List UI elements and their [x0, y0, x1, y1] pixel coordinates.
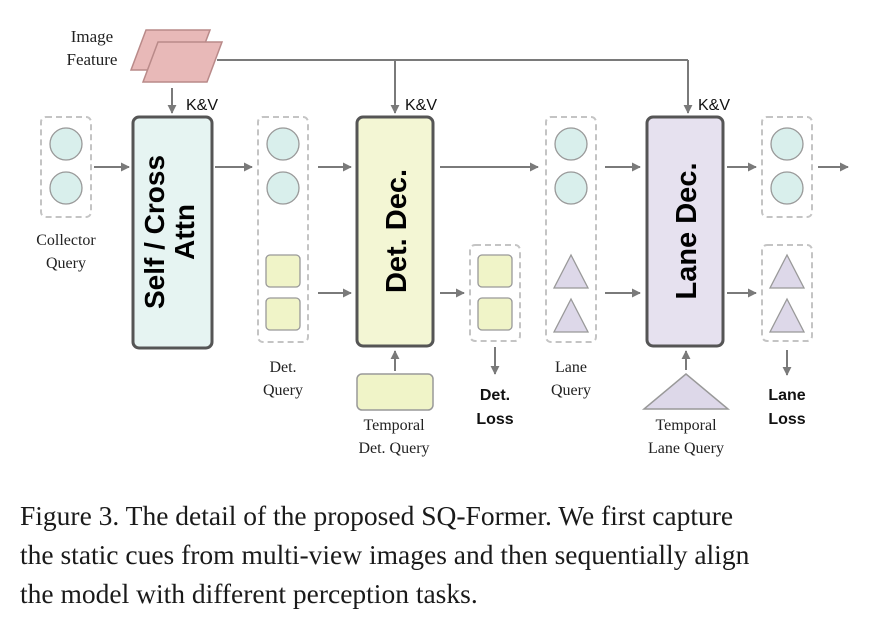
lane-dec-block: Lane Dec.: [645, 115, 725, 348]
caption-line-3: the model with different perception task…: [20, 578, 478, 609]
image-feature-label-2: Feature: [67, 50, 118, 69]
self-cross-attn-label-2: Attn: [169, 204, 200, 260]
det-query-group: [257, 116, 309, 343]
lane-query-group: [545, 116, 597, 343]
det-dec-block: Det. Dec.: [355, 115, 435, 348]
temporal-det-query-label-2: Det. Query: [358, 440, 429, 457]
det-loss-label-1: Det.: [480, 387, 510, 404]
image-feature-icon: [129, 29, 224, 83]
temporal-lane-query-label-1: Temporal: [655, 417, 717, 434]
self-cross-attn-label-1: Self / Cross: [139, 155, 170, 309]
flow-arrows: [94, 162, 849, 376]
det-query-label-1: Det.: [269, 359, 296, 376]
lane-loss-label-2: Loss: [768, 411, 805, 428]
lane-query-label-1: Lane: [555, 359, 587, 376]
sq-former-diagram: Image Feature K&V K&V K&V Collector Quer…: [36, 27, 849, 457]
temporal-det-query-box: [356, 373, 434, 411]
image-feature-label-1: Image: [71, 27, 113, 46]
det-dec-label: Det. Dec.: [381, 169, 413, 293]
final-circle-group: [761, 116, 813, 218]
det-loss-label-2: Loss: [476, 411, 513, 428]
temporal-lane-query-label-2: Lane Query: [648, 440, 724, 457]
figure-caption: Figure 3. The detail of the proposed SQ-…: [20, 496, 880, 613]
collector-query-label-1: Collector: [36, 232, 96, 249]
temporal-lane-query-triangle: [641, 373, 731, 410]
det-query-label-2: Query: [263, 382, 303, 399]
caption-line-1: Figure 3. The detail of the proposed SQ-…: [20, 500, 734, 531]
kv-label-attn: K&V: [186, 97, 218, 114]
feature-arrows: [167, 59, 693, 114]
temporal-det-query-label-1: Temporal: [363, 417, 425, 434]
det-output-group: [469, 244, 521, 342]
lane-loss-label-1: Lane: [768, 387, 805, 404]
collector-query-group: [40, 116, 92, 218]
lane-dec-label: Lane Dec.: [671, 163, 703, 300]
lane-query-label-2: Query: [551, 382, 591, 399]
caption-line-2: the static cues from multi-view images a…: [20, 539, 750, 570]
lane-output-group: [761, 244, 813, 342]
self-cross-attn-block: Self / Cross Attn: [131, 115, 214, 350]
kv-label-det: K&V: [405, 97, 437, 114]
kv-label-lane: K&V: [698, 97, 730, 114]
collector-query-label-2: Query: [46, 255, 86, 272]
